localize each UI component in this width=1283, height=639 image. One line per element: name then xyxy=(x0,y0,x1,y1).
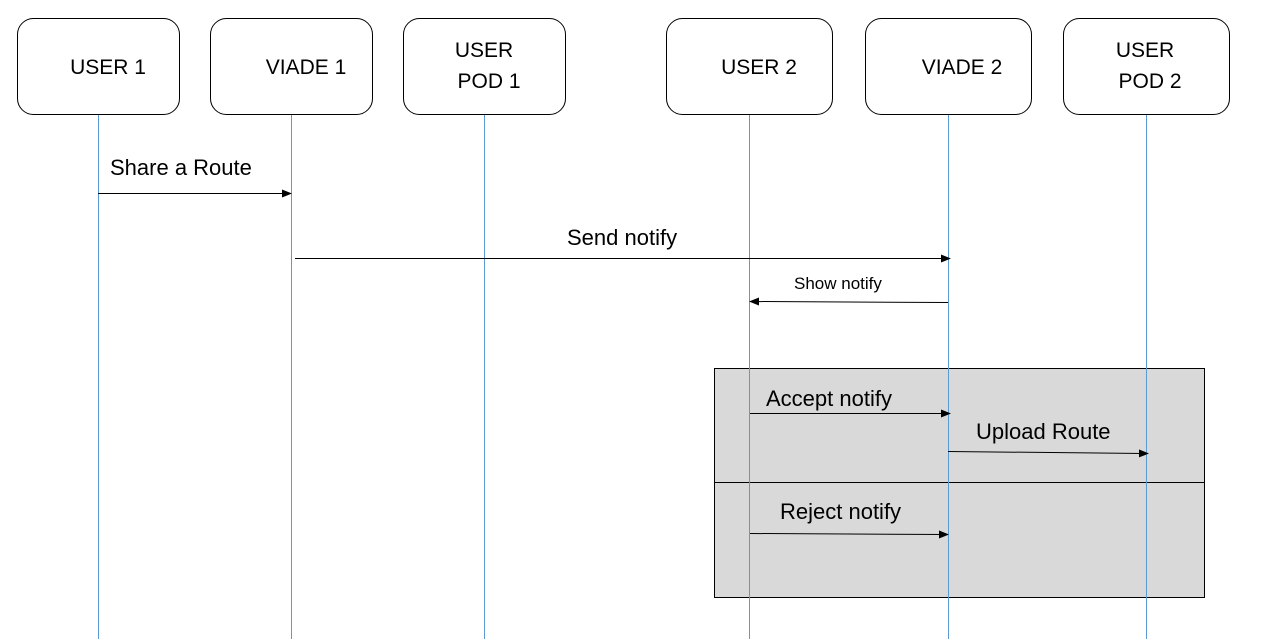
participant-box xyxy=(865,18,1032,115)
participant-user1: USER 1 xyxy=(17,18,180,115)
participant-user2: USER 2 xyxy=(666,18,833,115)
message-label: Share a Route xyxy=(110,155,252,180)
message-label: Send notify xyxy=(567,225,677,250)
alt-fragment xyxy=(714,368,1205,598)
participant-box xyxy=(17,18,180,115)
message-label: Show notify xyxy=(794,274,882,293)
message-label: Accept notify xyxy=(766,386,892,411)
participant-label-line2: POD 1 xyxy=(457,70,520,93)
message-send-notify: Send notify xyxy=(295,225,951,263)
message-arrow xyxy=(947,449,1149,458)
participant-label-line1: USER xyxy=(455,39,513,62)
participant-label: USER 1 xyxy=(70,56,146,79)
participant-label: USER 2 xyxy=(721,56,797,79)
participant-label-line1: USER xyxy=(1116,39,1174,62)
participant-label-line2: POD 2 xyxy=(1118,70,1181,93)
participant-userpod2: USER POD 2 xyxy=(1063,18,1230,115)
message-arrow xyxy=(749,297,949,306)
participant-box xyxy=(210,18,373,115)
message-reject-notify: Reject notify xyxy=(749,499,949,539)
message-show-notify: Show notify xyxy=(749,274,949,306)
participant-userpod1: USER POD 1 xyxy=(403,18,566,115)
participant-label: VIADE 1 xyxy=(266,56,347,79)
participant-viade1: VIADE 1 xyxy=(210,18,373,115)
participant-label: VIADE 2 xyxy=(922,56,1003,79)
message-accept-notify: Accept notify xyxy=(750,386,951,418)
message-arrow xyxy=(749,530,949,539)
lifelines xyxy=(98,114,1147,639)
message-label: Reject notify xyxy=(780,499,901,524)
message-label: Upload Route xyxy=(976,419,1111,444)
participant-box xyxy=(403,18,566,115)
message-upload-route: Upload Route xyxy=(947,419,1149,458)
participant-box xyxy=(666,18,833,115)
message-share-route: Share a Route xyxy=(98,155,292,198)
participant-viade2: VIADE 2 xyxy=(865,18,1032,115)
participant-box xyxy=(1063,18,1230,115)
